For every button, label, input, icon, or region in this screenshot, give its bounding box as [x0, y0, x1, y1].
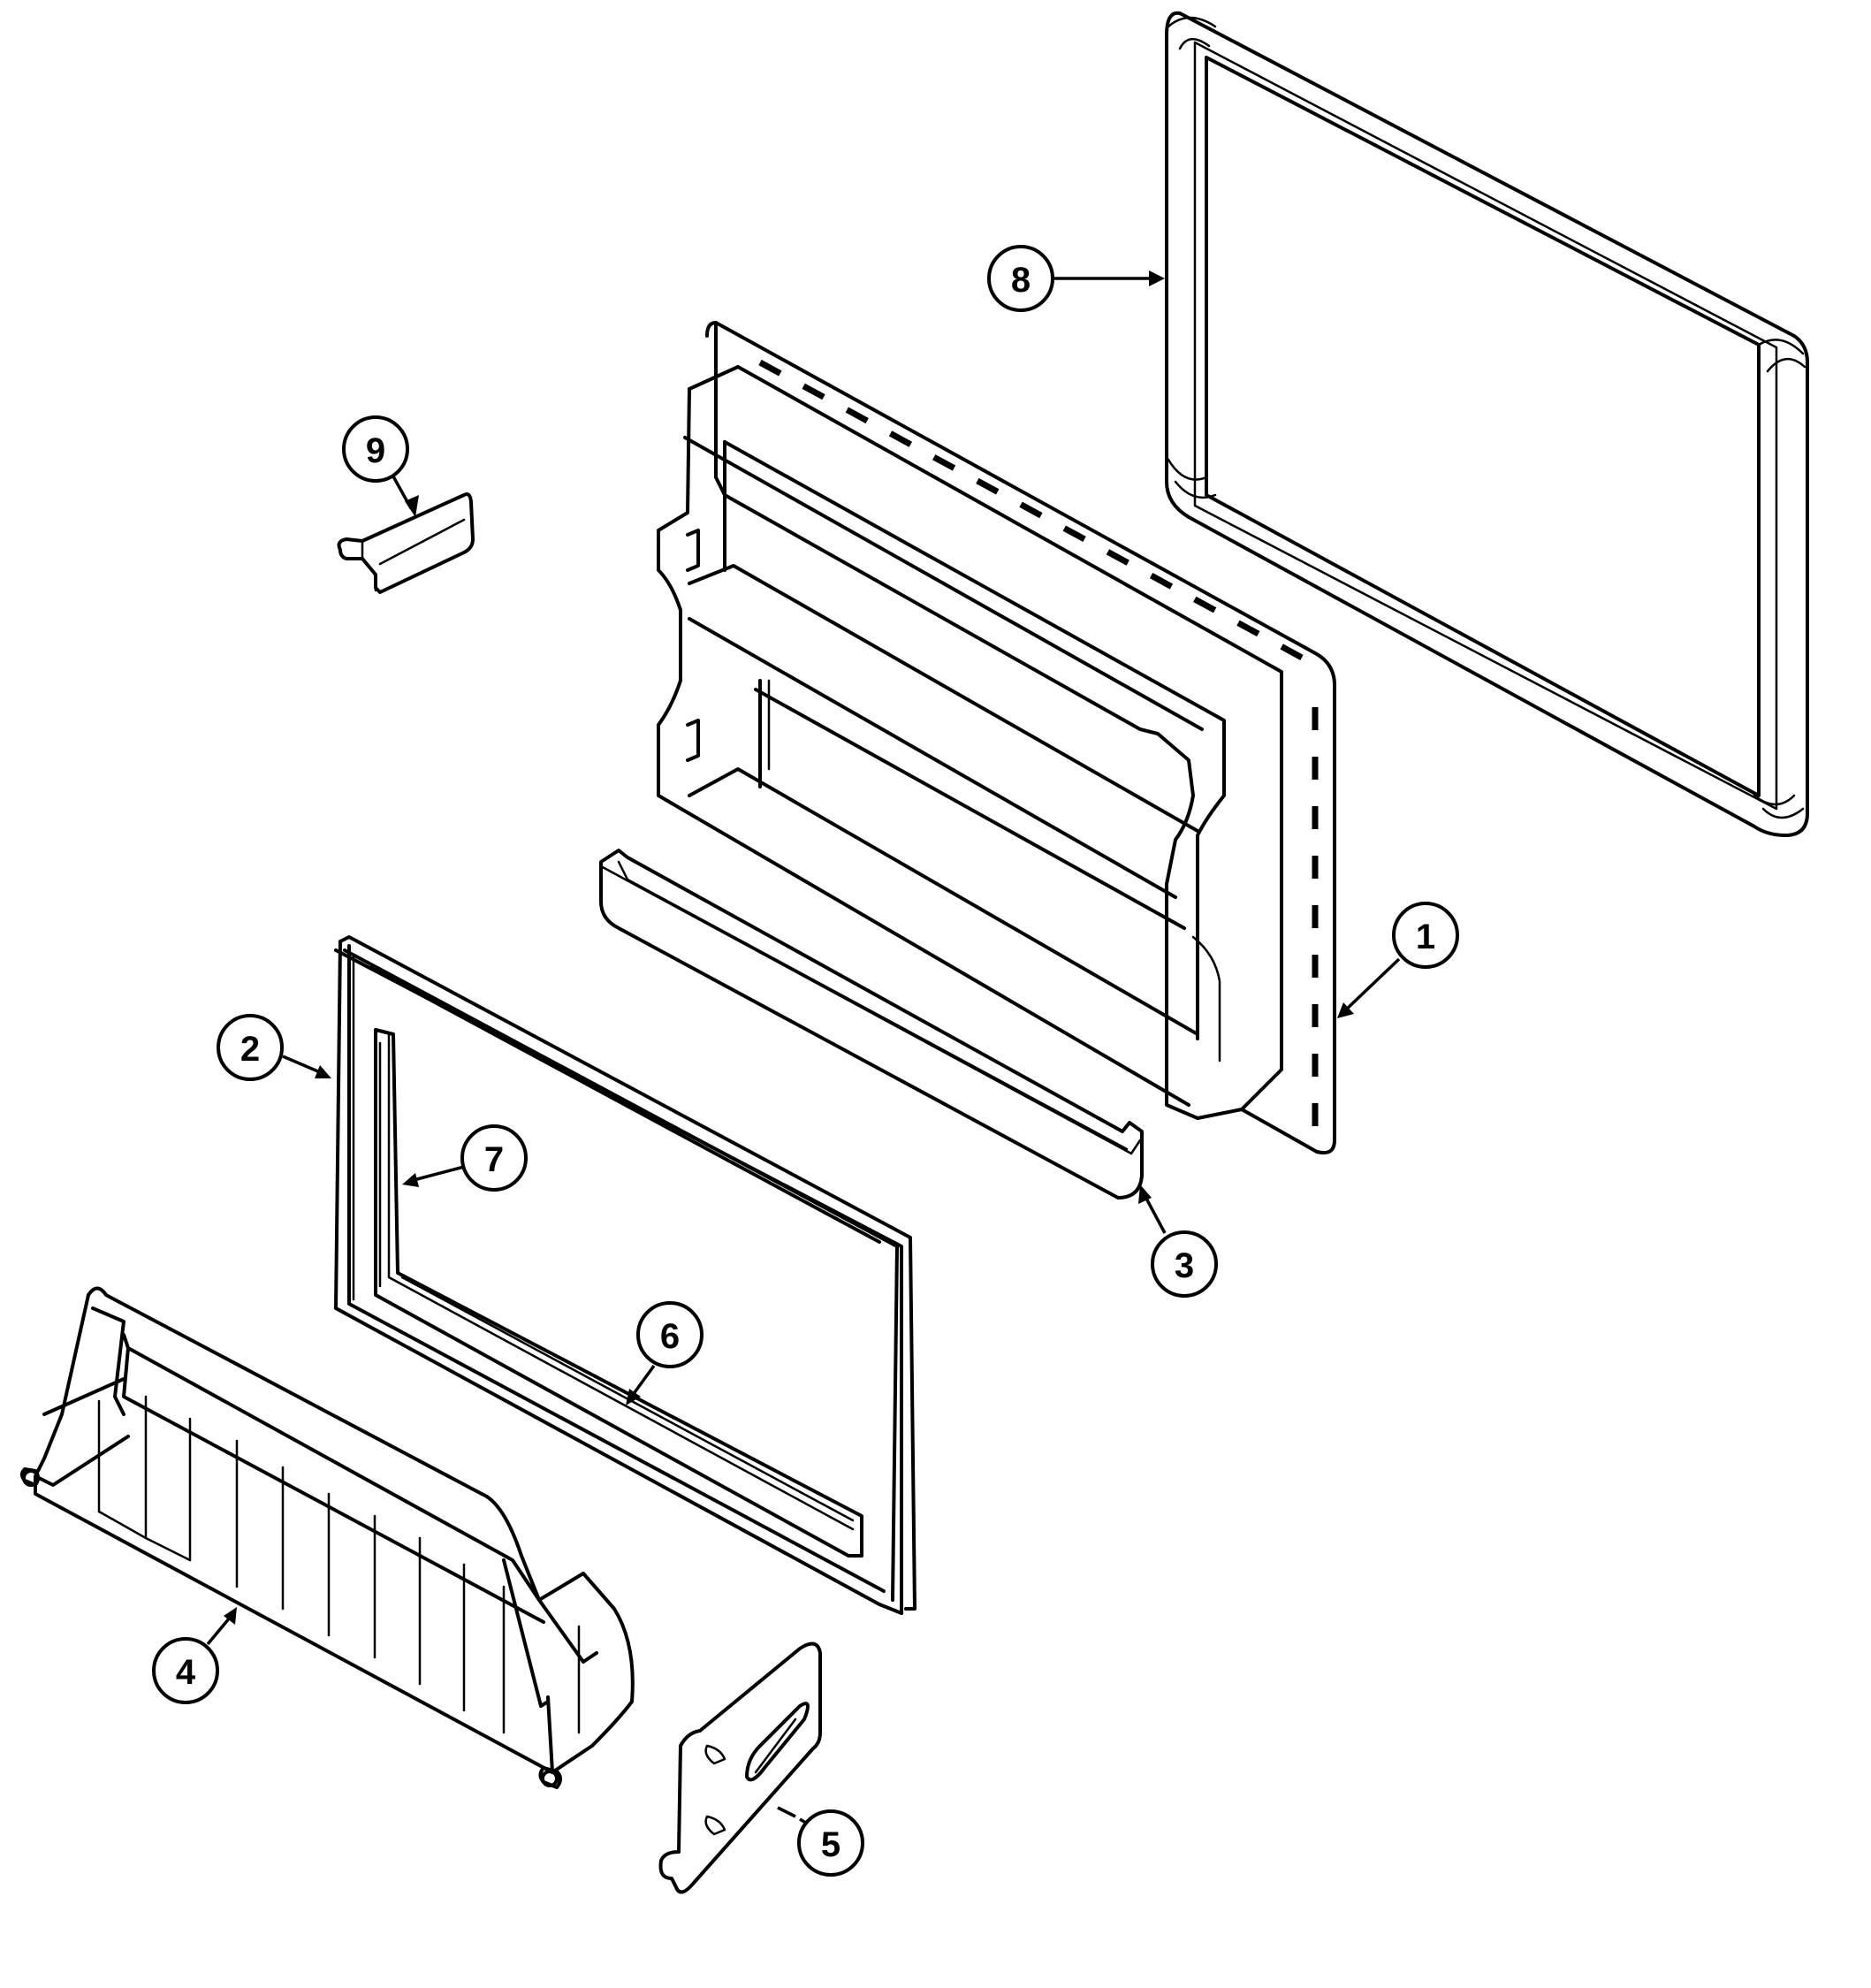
door-gasket-part-8: [1165, 11, 1809, 837]
callout-5: 5: [797, 1809, 864, 1877]
callout-6: 6: [636, 1301, 704, 1368]
callout-2: 2: [217, 1014, 284, 1081]
callout-label-3: 3: [1175, 1246, 1194, 1285]
leader-1: [1337, 957, 1401, 1018]
callout-7: 7: [460, 1124, 528, 1192]
callout-label-6: 6: [660, 1317, 680, 1356]
callout-1: 1: [1392, 902, 1459, 969]
callout-9: 9: [342, 415, 409, 483]
shelf-bar-part-3: [599, 849, 1144, 1200]
clip-part-9: [337, 492, 475, 594]
callout-label-9: 9: [366, 431, 385, 470]
door-liner-part-1: [657, 321, 1336, 1155]
leader-7: [402, 1165, 465, 1187]
callout-8: 8: [987, 245, 1054, 312]
leader-3: [1138, 1184, 1167, 1234]
leader-4: [206, 1607, 237, 1646]
callout-label-7: 7: [484, 1140, 504, 1179]
callout-label-5: 5: [821, 1825, 840, 1864]
wire-basket-part-4: [20, 1286, 635, 1789]
bracket-part-5: [658, 1641, 822, 1894]
leader-6: [626, 1364, 656, 1405]
callout-label-2: 2: [240, 1030, 260, 1069]
leader-2: [282, 1055, 331, 1078]
leader-8: [1053, 270, 1165, 286]
door-panel-part-2: [334, 935, 916, 1615]
callout-4: 4: [152, 1637, 219, 1704]
callout-3: 3: [1151, 1230, 1218, 1298]
callout-label-4: 4: [176, 1653, 196, 1692]
callout-label-8: 8: [1011, 261, 1031, 300]
callout-label-1: 1: [1416, 918, 1435, 956]
